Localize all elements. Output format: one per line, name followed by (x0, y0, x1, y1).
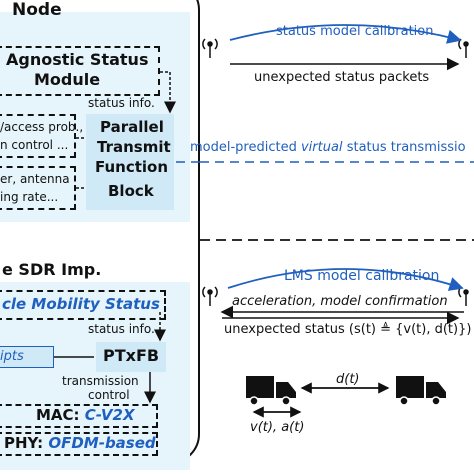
mac-value: C-V2X (84, 406, 135, 424)
antenna-icon-top-right (458, 38, 469, 58)
phy-value: OFDM-based (48, 434, 156, 452)
mobility-status-box (0, 290, 166, 320)
status-info-label-top: status info. (88, 96, 155, 110)
lms-calibration-label: LMS model calibration (284, 268, 440, 284)
access-list-box (0, 114, 76, 158)
virtual-prefix: model-predicted (190, 140, 301, 155)
distance-label: d(t) (336, 372, 360, 387)
mac-layer: MAC: C-V2X (36, 406, 135, 424)
phy-label: PHY: (4, 434, 44, 452)
sdr-title: e SDR Imp. (2, 260, 102, 279)
mac-box (0, 404, 158, 428)
unexpected-packets-label: unexpected status packets (254, 70, 430, 85)
scripts-box (0, 346, 54, 368)
ptfb-line1: Parallel (100, 118, 164, 136)
antenna-icon-bottom-left (202, 286, 218, 306)
truck-icon-right (396, 376, 446, 406)
antenna-list-box (0, 166, 76, 210)
node-bottom-section (0, 282, 190, 470)
calibration-arrow (229, 24, 462, 44)
phy-layer: PHY: OFDM-based (4, 434, 156, 452)
antenna-icon-bottom-right (458, 286, 469, 306)
list-line1: /access prob., (0, 120, 84, 134)
agnostic-status-module-box (0, 46, 160, 96)
ptfb-line3: Function (95, 158, 169, 176)
list-line3: er, antenna (0, 172, 70, 186)
list-line2: n control ... (0, 138, 69, 152)
mobility-status: cle Mobility Status (2, 295, 160, 313)
scripts-label: ipts (0, 349, 24, 364)
transmission-control-line1: transmission (62, 374, 139, 388)
status-info-label-bottom: status info. (88, 322, 155, 336)
agnostic-status-line1: Agnostic Status (6, 50, 149, 69)
ptfb-line4: Block (108, 182, 154, 200)
phy-box (0, 432, 158, 456)
calibration-label: status model calibration (276, 24, 434, 39)
mac-label: MAC: (36, 406, 80, 424)
ptxfb-block (96, 342, 166, 372)
lms-calibration-arrow (227, 268, 464, 291)
ptfb-block (86, 114, 174, 210)
virtual-suffix: status transmissio (342, 140, 466, 155)
unexpected-status-label: unexpected status (s(t) ≜ {v(t), d(t)}) (224, 322, 472, 337)
ptfb-line2: Transmit (97, 138, 171, 156)
acceleration-label: acceleration, model confirmation (232, 294, 448, 309)
antenna-icon-top-left (202, 38, 218, 58)
truck-icon-left (246, 376, 296, 406)
list-line4: ing rate... (0, 190, 59, 204)
ptxfb-label: PTxFB (103, 346, 160, 365)
virtual-transmission-label: model-predicted virtual status transmiss… (190, 140, 466, 155)
virtual-ital: virtual (300, 140, 343, 155)
agnostic-status-line2: Module (34, 70, 101, 89)
transmission-control-line2: control (88, 388, 130, 402)
node-title: Node (12, 0, 62, 20)
velocity-label: v(t), a(t) (250, 420, 305, 435)
